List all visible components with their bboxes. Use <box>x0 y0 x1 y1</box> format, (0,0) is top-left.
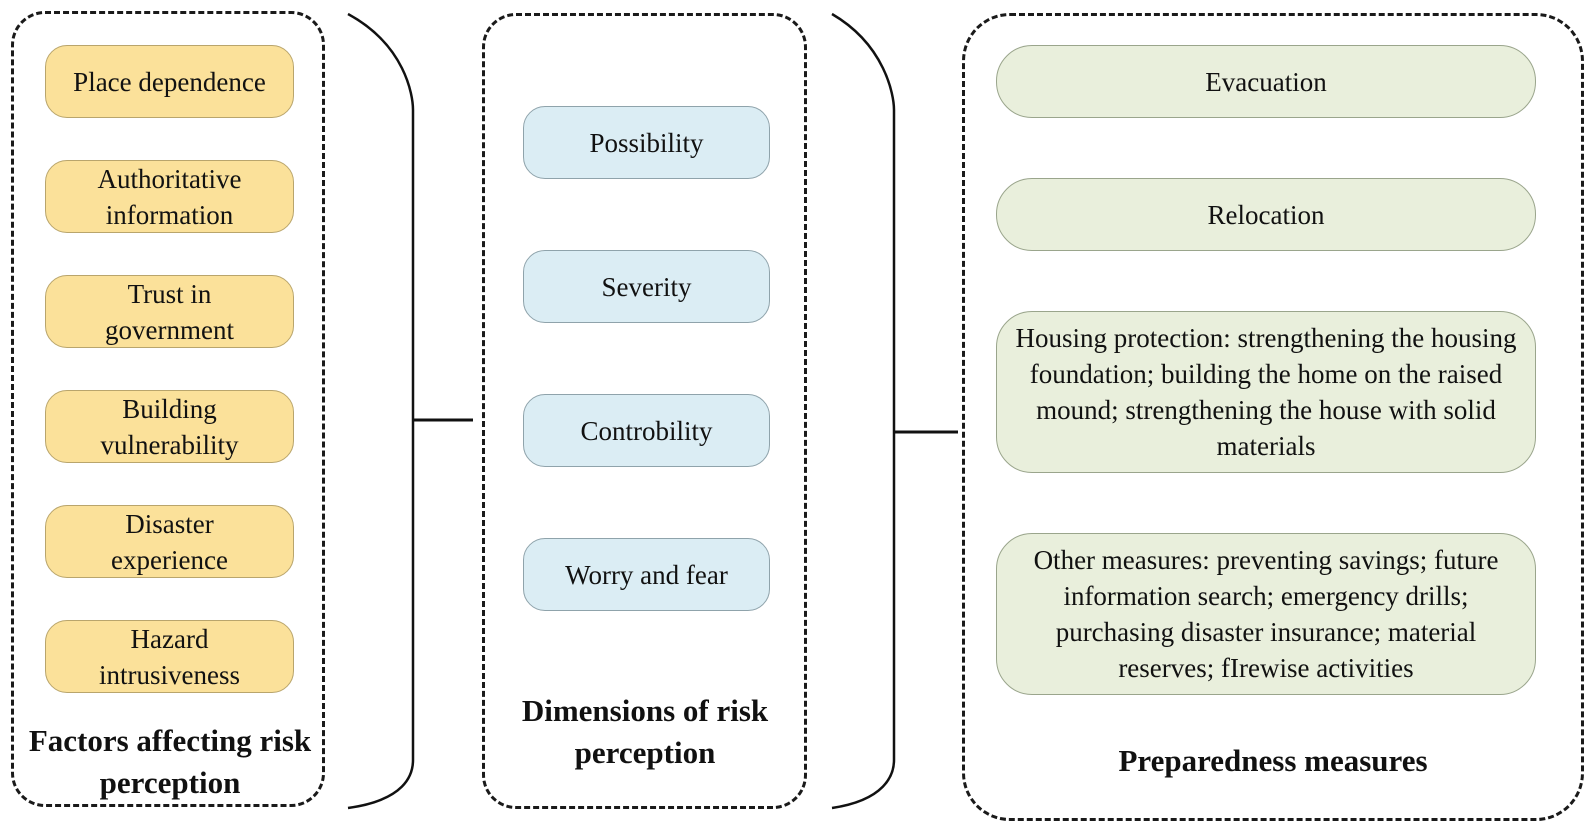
measure-label: Housing protection: strengthening the ho… <box>1015 323 1517 461</box>
dimension-severity: Severity <box>523 250 770 323</box>
dimension-label: Possibility <box>589 127 704 158</box>
dimension-possibility: Possibility <box>523 106 770 179</box>
factors-caption: Factors affecting risk perception <box>28 723 312 800</box>
factor-label: Building vulnerability <box>100 393 239 460</box>
factor-label: Trust in government <box>105 278 234 345</box>
measure-other-measures: Other measures: preventing savings; futu… <box>996 533 1536 695</box>
dimension-worry-and-fear: Worry and fear <box>523 538 770 611</box>
measure-evacuation: Evacuation <box>996 45 1536 118</box>
measure-housing-protection: Housing protection: strengthening the ho… <box>996 311 1536 473</box>
measure-relocation: Relocation <box>996 178 1536 251</box>
measure-label: Other measures: preventing savings; futu… <box>1033 545 1499 683</box>
dimensions-caption: Dimensions of risk perception <box>521 693 769 770</box>
middle-bracket <box>831 12 896 810</box>
factor-building-vulnerability: Building vulnerability <box>45 390 294 463</box>
factor-disaster-experience: Disaster experience <box>45 505 294 578</box>
factor-label: Hazard intrusiveness <box>99 623 240 690</box>
factor-label: Authoritative information <box>97 163 242 230</box>
left-bracket <box>347 12 415 810</box>
dimension-label: Severity <box>601 271 692 302</box>
factors-group <box>11 11 325 807</box>
dimension-label: Worry and fear <box>565 559 728 590</box>
preparedness-caption: Preparedness measures <box>1118 743 1428 778</box>
measure-label: Evacuation <box>1205 66 1327 97</box>
factor-hazard-intrusiveness: Hazard intrusiveness <box>45 620 294 693</box>
factor-authoritative-information: Authoritative information <box>45 160 294 233</box>
dimensions-group <box>482 13 807 809</box>
factor-label: Disaster experience <box>111 508 228 575</box>
dimension-controbility: Controbility <box>523 394 770 467</box>
factor-label: Place dependence <box>73 66 266 97</box>
dimension-label: Controbility <box>580 415 713 446</box>
factor-place-dependence: Place dependence <box>45 45 294 118</box>
measure-label: Relocation <box>1207 199 1325 230</box>
factor-trust-in-government: Trust in government <box>45 275 294 348</box>
preparedness-group <box>962 13 1584 821</box>
